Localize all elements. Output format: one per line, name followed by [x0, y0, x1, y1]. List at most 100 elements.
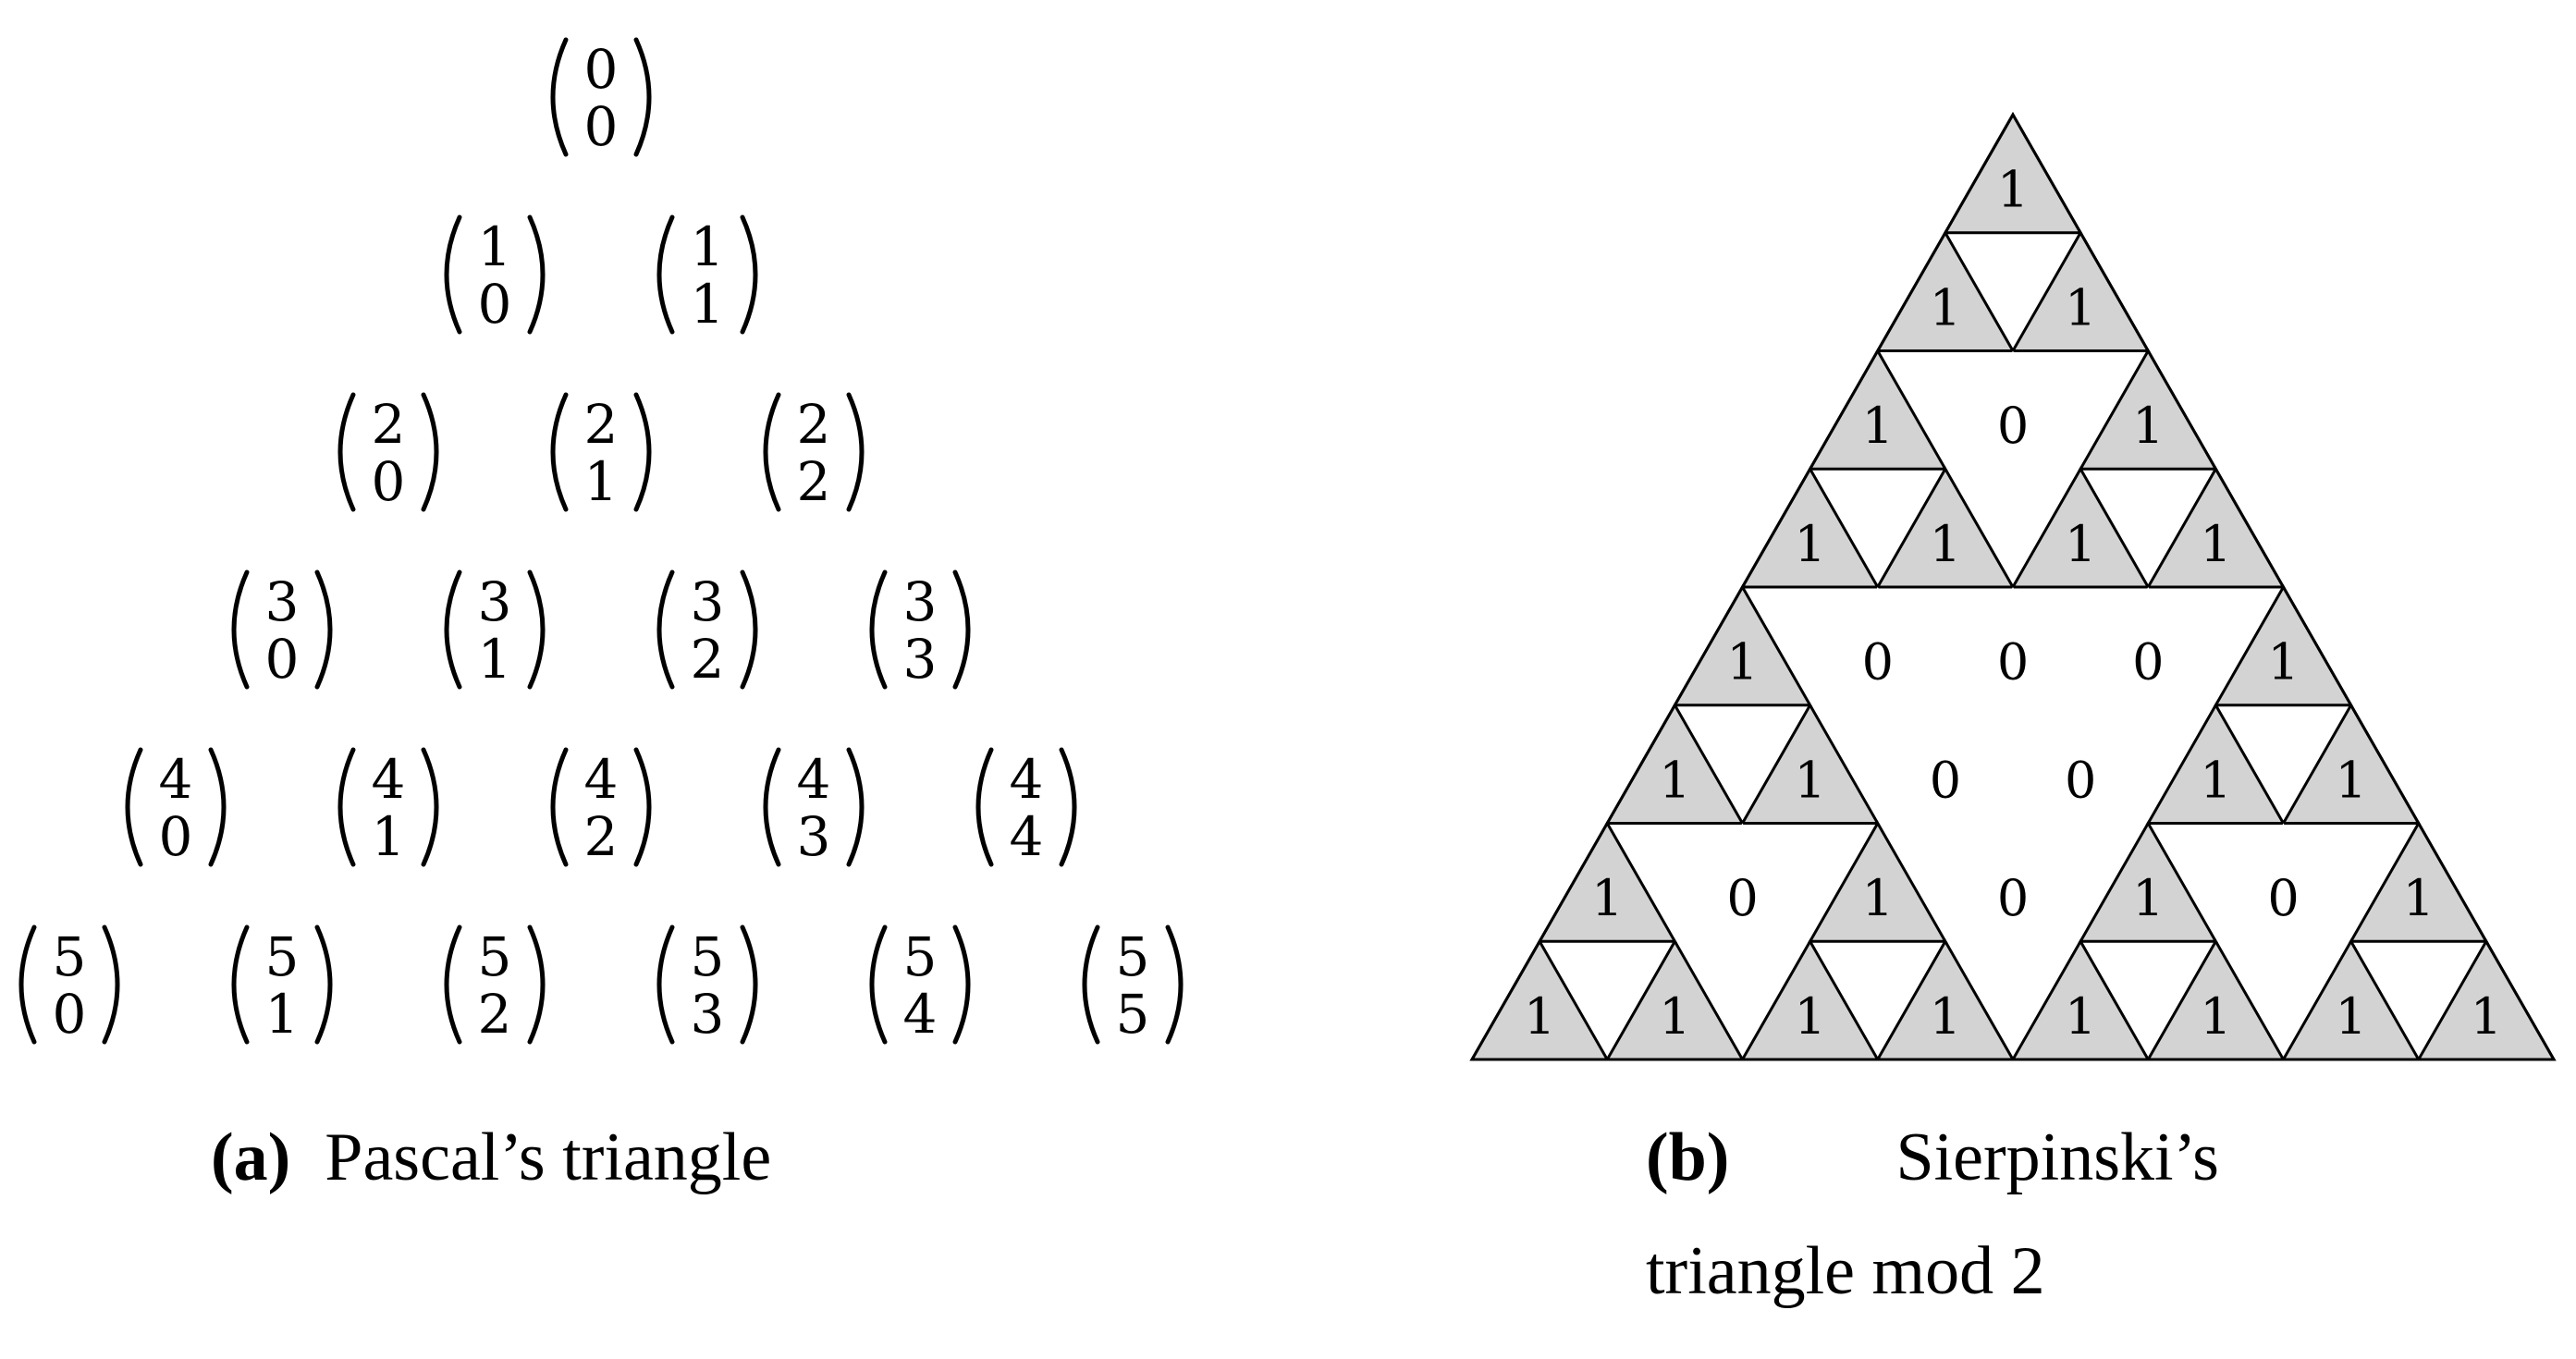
cell-value: 0 [1862, 633, 1894, 692]
cell-value: 1 [1930, 987, 1961, 1046]
cell-value: 1 [1862, 397, 1894, 455]
binomial-bottom: 1 [372, 805, 406, 868]
binomial-coefficient: 21 [550, 392, 652, 513]
right-paren [740, 569, 758, 690]
cell-value: 0 [1997, 633, 2029, 692]
cell-value: 1 [2403, 869, 2435, 927]
right-paren [633, 747, 652, 867]
binomial-top: 5 [478, 925, 512, 988]
left-paren [18, 924, 37, 1045]
binomial-bottom: 2 [691, 628, 725, 691]
cell-value: 1 [1659, 987, 1690, 1046]
left-paren [869, 569, 888, 690]
binomial-bottom: 3 [903, 628, 938, 691]
right-paren [846, 392, 865, 512]
cell-value: 1 [2200, 751, 2231, 809]
binomial-top: 5 [691, 925, 725, 988]
binomial-bottom: 2 [797, 450, 831, 513]
cell-value: 1 [1794, 987, 1825, 1046]
binomial-bottom: 1 [478, 628, 512, 691]
left-paren [337, 392, 356, 512]
binomial-top: 4 [584, 748, 619, 811]
right-paren [740, 924, 758, 1045]
right-paren [102, 924, 120, 1045]
cell-value: 1 [1524, 987, 1555, 1046]
outer-triangle [1469, 111, 2557, 1061]
cell-value: 1 [2471, 987, 2502, 1046]
cell-value: 1 [2065, 987, 2096, 1046]
caption-a-text: Pascal’s triangle [325, 1120, 772, 1195]
binomial-bottom: 4 [903, 983, 938, 1046]
empty-cell [1809, 587, 1945, 705]
cell-value: 1 [2065, 515, 2096, 573]
binomial-coefficient: 42 [550, 747, 652, 868]
binomial-coefficient: 22 [763, 392, 865, 513]
binomial-bottom: 0 [478, 273, 512, 336]
left-paren [444, 569, 462, 690]
shaded-cell [2145, 702, 2287, 825]
cell-value: 1 [2335, 751, 2366, 809]
binomial-top: 4 [372, 748, 406, 811]
left-paren [869, 924, 888, 1045]
binomial-bottom: 2 [584, 805, 619, 868]
cell-value: 1 [1726, 633, 1758, 692]
left-paren [125, 747, 143, 867]
binomial-bottom: 5 [1116, 983, 1150, 1046]
binomial-bottom: 3 [691, 983, 725, 1046]
cell-value: 0 [1997, 869, 2029, 927]
cell-value: 0 [2132, 633, 2164, 692]
left-paren [656, 924, 675, 1045]
binomial-coefficient: 51 [231, 924, 333, 1046]
caption-b-text-line2: triangle mod 2 [1646, 1233, 2045, 1309]
shaded-cell [1875, 466, 2016, 589]
empty-cell [1674, 823, 1810, 942]
cell-value: 1 [2267, 633, 2299, 692]
binomial-coefficient: 11 [656, 214, 758, 336]
binomial-bottom: 0 [584, 95, 619, 158]
empty-cell [1877, 704, 2013, 824]
caption-b-text-line1: Sierpinski’s [1895, 1120, 2219, 1195]
binomial-top: 5 [53, 925, 87, 988]
cell-value: 1 [2200, 987, 2231, 1046]
binomial-bottom: 1 [691, 273, 725, 336]
caption-a-letter: (a) [211, 1120, 291, 1195]
right-paren [1059, 747, 1077, 867]
left-paren [656, 214, 675, 335]
binomial-top: 3 [478, 570, 512, 633]
binomial-top: 3 [265, 570, 300, 633]
binomial-coefficient: 54 [869, 924, 971, 1046]
cell-value: 1 [1659, 751, 1690, 809]
binomial-bottom: 1 [265, 983, 300, 1046]
left-paren [1082, 924, 1100, 1045]
binomial-top: 0 [584, 38, 619, 101]
cell-value: 1 [1997, 161, 2029, 219]
binomial-coefficient: 52 [444, 924, 546, 1046]
empty-cell [2013, 704, 2149, 824]
binomial-top: 3 [903, 570, 938, 633]
cell-value: 1 [1862, 869, 1894, 927]
caption-a: (a) Pascal’s triangle [211, 1123, 771, 1192]
right-paren [314, 569, 333, 690]
right-paren [952, 924, 971, 1045]
left-paren [550, 37, 569, 157]
binomial-top: 1 [691, 215, 725, 278]
binomial-coefficient: 40 [125, 747, 227, 868]
cell-value: 1 [2065, 278, 2096, 337]
left-paren [337, 747, 356, 867]
right-paren [208, 747, 227, 867]
binomial-top: 4 [159, 748, 193, 811]
binomial-coefficient: 30 [231, 569, 333, 691]
binomial-top: 5 [1116, 925, 1150, 988]
right-paren [740, 214, 758, 335]
binomial-top: 5 [903, 925, 938, 988]
cell-value: 0 [2267, 869, 2299, 927]
binomial-top: 2 [797, 393, 831, 456]
pascal-triangle-svg: 0010112021223031323340414243445051525354… [18, 37, 1184, 1046]
cell-value: 1 [2335, 987, 2366, 1046]
cell-value: 0 [1930, 751, 1961, 809]
cell-value: 0 [2065, 751, 2096, 809]
binomial-coefficient: 53 [656, 924, 758, 1046]
shaded-cell [1808, 820, 1948, 943]
binomial-coefficient: 10 [444, 214, 546, 336]
